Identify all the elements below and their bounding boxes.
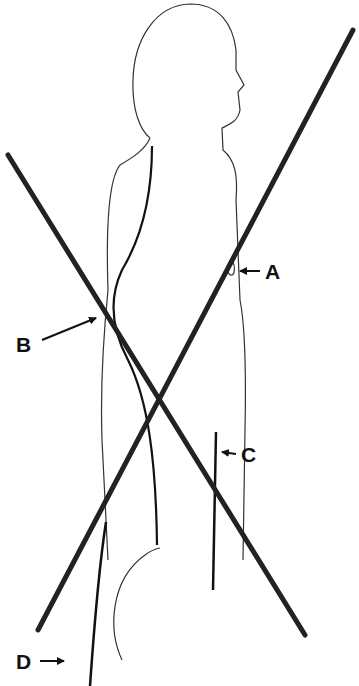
body-outline xyxy=(133,4,246,560)
leader-arrow xyxy=(240,270,260,272)
leader-arrow xyxy=(222,452,236,454)
leader-arrow xyxy=(42,318,96,340)
spine-line xyxy=(113,146,157,545)
part-label: C xyxy=(241,444,256,465)
diagonal-line xyxy=(38,30,353,630)
part-label: A xyxy=(265,261,280,282)
part-label: B xyxy=(16,334,31,355)
front-line xyxy=(213,432,216,590)
diagonal-line xyxy=(8,155,305,635)
back-line xyxy=(90,522,106,686)
part-label: D xyxy=(16,651,31,672)
pelvis-arc xyxy=(114,548,160,660)
leader-arrow xyxy=(40,660,64,662)
